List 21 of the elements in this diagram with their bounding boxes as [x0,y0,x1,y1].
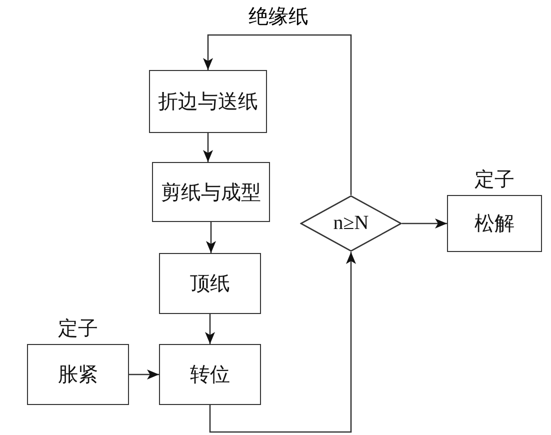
box-label: n≥N [333,212,369,235]
arrow [203,133,213,162]
box-heading: 定子 [474,168,516,193]
box-label: 剪纸与成型 [161,180,261,206]
arrow [203,34,352,195]
arrow [206,222,216,253]
process-box [159,344,261,405]
arrow [209,252,356,433]
box-label: 折边与送纸 [158,90,258,115]
box-label: 松解 [474,212,514,237]
arrow [205,314,215,344]
process-box [159,253,261,314]
box-label: 顶纸 [190,272,230,297]
box-heading: 定子 [57,317,99,342]
process-box [149,70,267,133]
decision-diamond [300,195,402,252]
box-label: 转位 [190,363,230,388]
arrow [129,370,159,380]
process-box [152,162,270,222]
box-label: 胀紧 [58,363,98,388]
arrow [402,218,447,228]
